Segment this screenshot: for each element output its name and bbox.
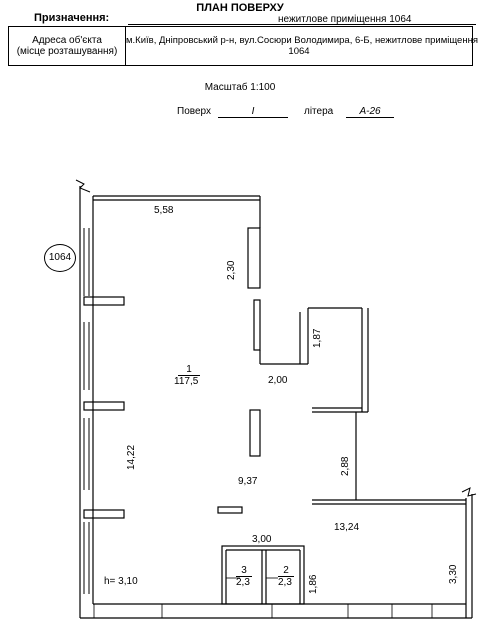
purpose-underline	[128, 24, 476, 25]
dim-center: 9,37	[238, 476, 258, 487]
dim-bottom-width: 13,24	[334, 522, 360, 533]
letter-value: А-26	[346, 106, 394, 118]
purpose-value: нежитлове приміщення 1064	[278, 14, 412, 25]
page-title: ПЛАН ПОВЕРХУ	[196, 2, 284, 14]
dim-wc-height: 1,86	[308, 574, 319, 594]
dim-left-height: 14,22	[126, 444, 137, 470]
floor-value: I	[218, 106, 288, 118]
premise-number-badge: 1064	[44, 244, 76, 272]
room-1-number: 1	[178, 364, 200, 376]
address-value-cell: м.Київ, Дніпровський р-н, вул.Сосюри Вол…	[125, 26, 478, 66]
room-3-area: 2,3	[236, 577, 250, 588]
wc-block	[221, 545, 305, 605]
address-table: Адреса об'єкта (місце розташування) м.Ки…	[8, 26, 478, 66]
dim-upper-wall: 2,30	[226, 260, 237, 280]
purpose-label: Призначення:	[34, 12, 110, 24]
room-2-number: 2	[278, 565, 294, 577]
address-number: 1064	[288, 46, 310, 57]
letter-label: літера	[304, 106, 334, 117]
scale-text: Масштаб 1:100	[204, 82, 276, 93]
room-2-area: 2,3	[278, 577, 292, 588]
dim-niche-width: 2,00	[268, 375, 288, 386]
dim-right-step: 2,88	[340, 456, 351, 476]
address-value: м.Київ, Дніпровський р-н, вул.Сосюри Вол…	[126, 35, 478, 46]
upper-wall	[247, 227, 261, 289]
room-1-area: 117,5	[174, 376, 199, 387]
ceiling-height: h= 3,10	[104, 576, 138, 587]
address-label-cell: Адреса об'єкта (місце розташування)	[8, 26, 126, 66]
dim-right-bottom: 3,30	[448, 564, 459, 584]
dim-niche-height: 1,87	[312, 328, 323, 348]
wall-stub	[83, 296, 125, 306]
floor-label: Поверх	[177, 106, 211, 117]
dim-top-width: 5,58	[154, 205, 174, 216]
address-label-note: (місце розташування)	[16, 46, 118, 57]
column	[249, 409, 261, 457]
address-label: Адреса об'єкта	[32, 35, 102, 46]
room-3-number: 3	[236, 565, 252, 577]
dim-wc-width: 3,00	[252, 534, 272, 545]
